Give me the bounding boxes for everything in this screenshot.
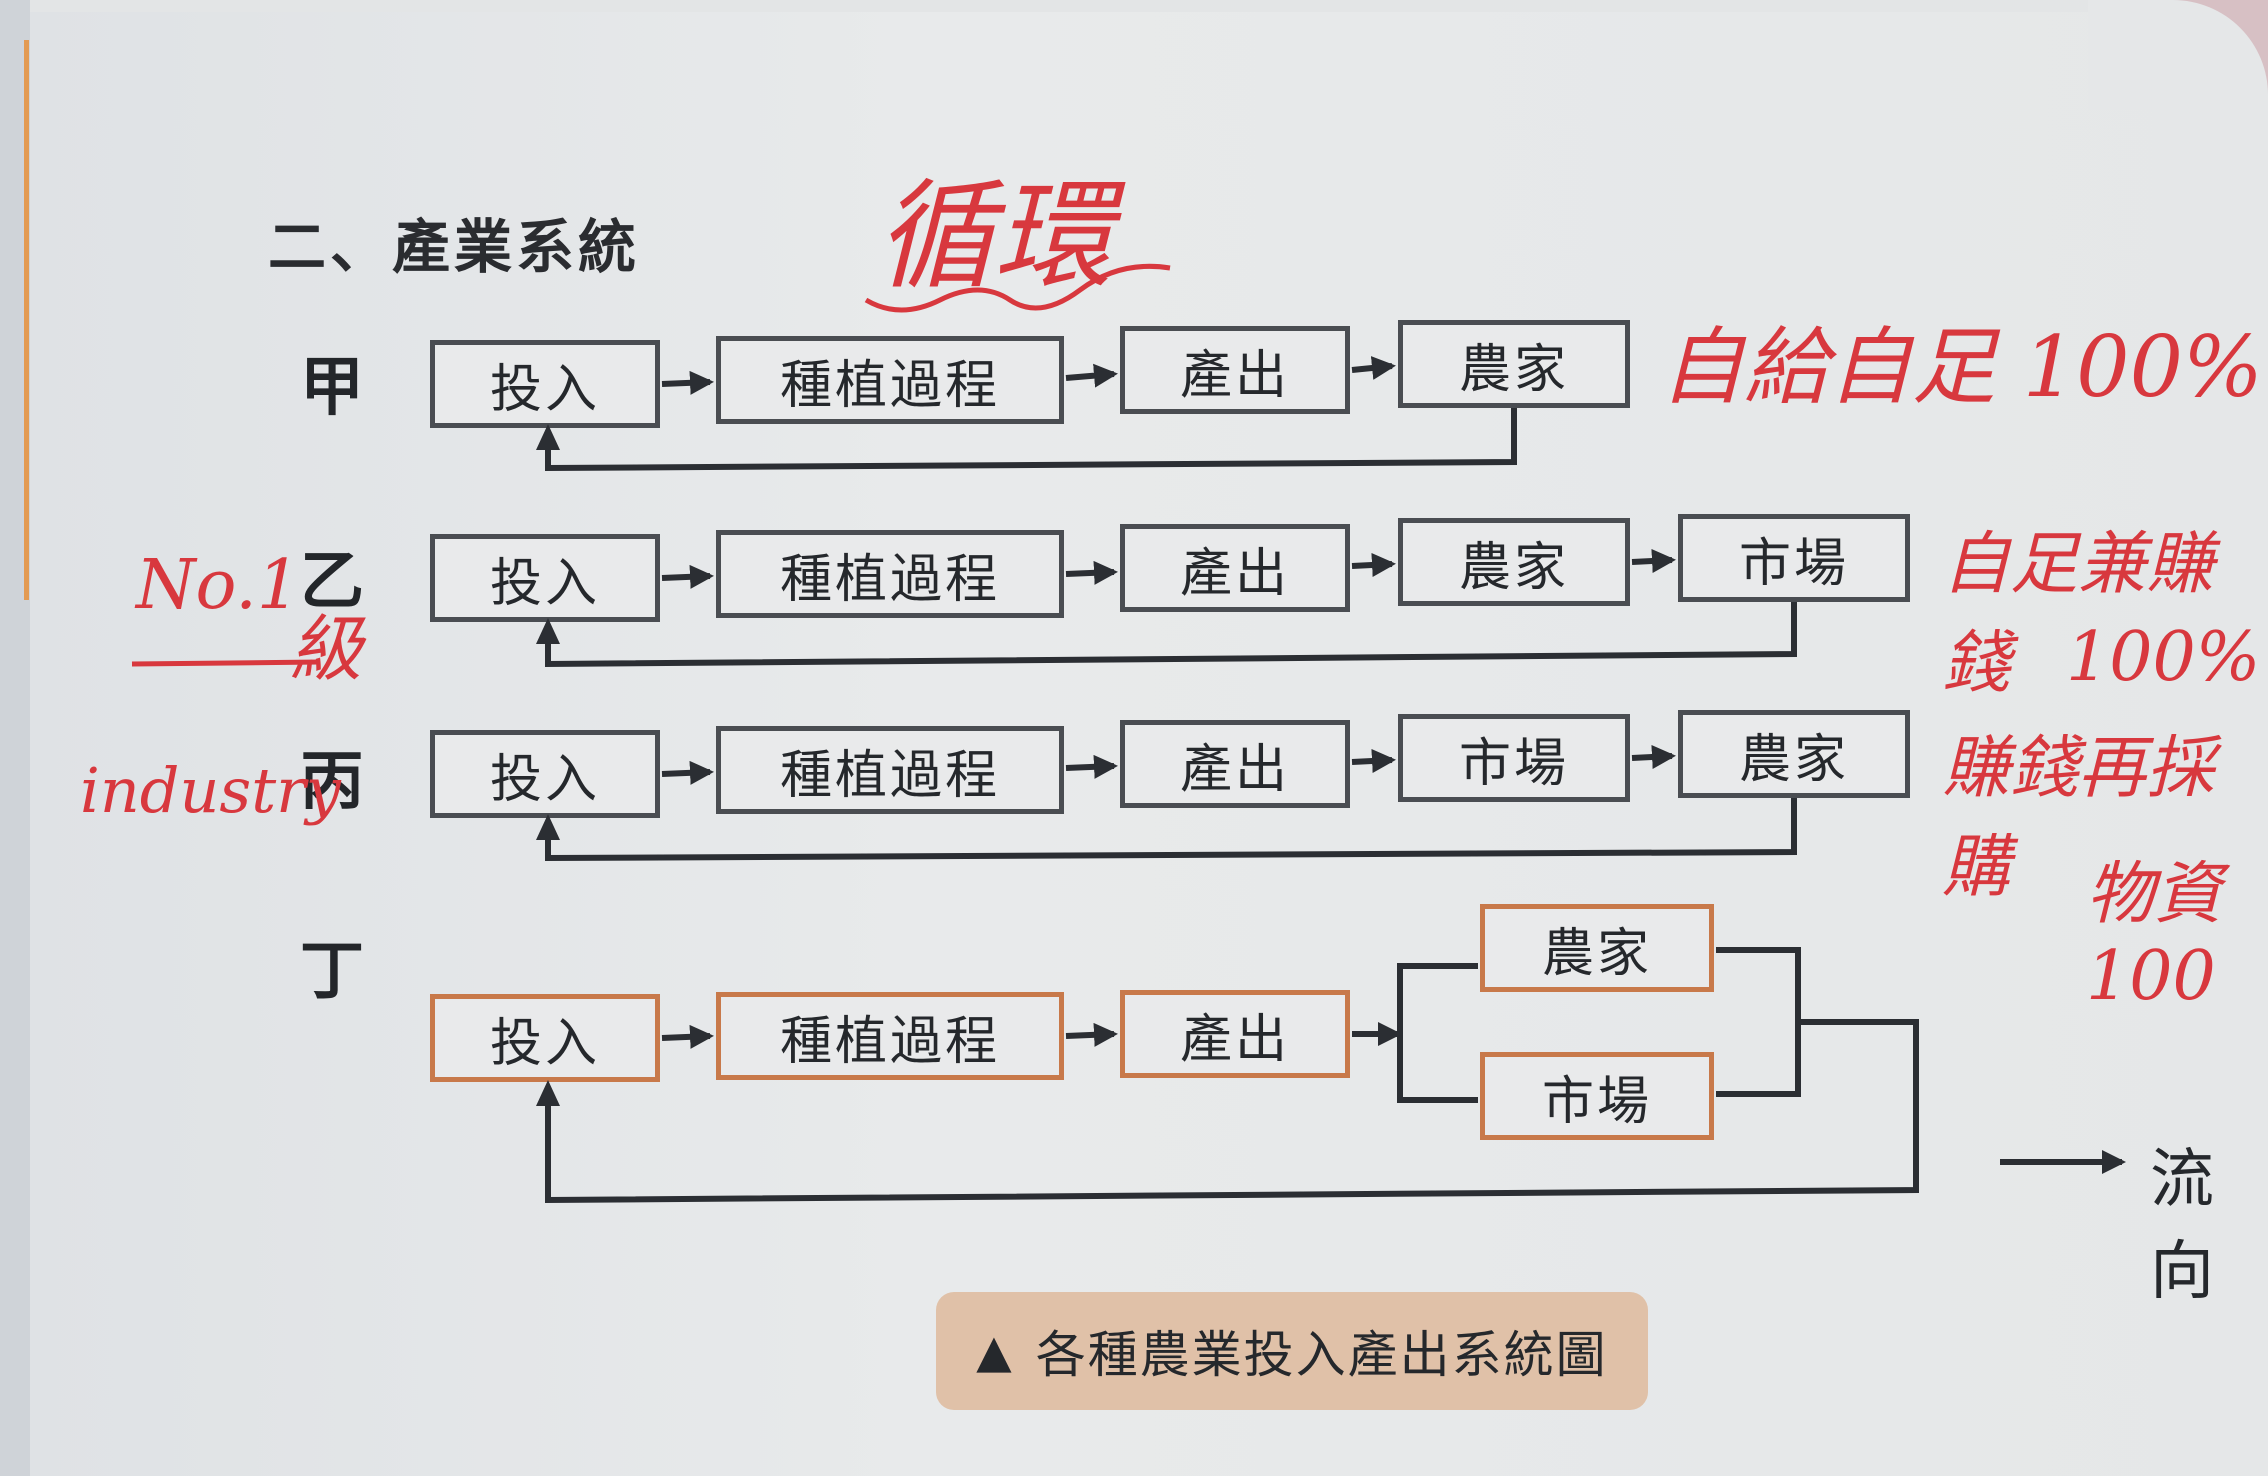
handwriting-row2b: 100% [2066,618,2261,697]
box-planting: 種植過程 [716,336,1064,424]
box-planting: 種植過程 [716,530,1064,618]
box-farmer: 農家 [1398,518,1630,606]
handwriting-row1: 自給自足 100% [1660,318,2263,416]
handwriting-row3: 賺錢再採購 [1942,729,2215,907]
section-title: 二、產業系統 [268,213,641,281]
handwriting-top: 循環 [876,167,1113,305]
box-output: 產出 [1120,720,1350,808]
triangle-icon: ▲ [976,1324,1014,1378]
box-input: 投入 [430,730,660,818]
handwriting-row3b: 物資100 [2086,855,2223,1016]
row-label-ding: 丁 [300,935,364,1009]
row-label-yi: 乙 [300,545,364,619]
box-output: 產出 [1120,326,1350,414]
box-farmer: 農家 [1398,320,1630,408]
row-label-bing: 丙 [300,745,364,819]
handwriting-ji: 級 [290,607,363,691]
box-output: 產出 [1120,524,1350,612]
row-label-jia: 甲 [300,351,364,425]
box-market: 市場 [1398,714,1630,802]
caption-text: 各種農業投入產出系統圖 [1035,1326,1608,1384]
handwriting-row2: 自足兼賺錢 [1942,525,2215,703]
box-planting: 種植過程 [716,992,1064,1080]
book-spine [0,0,30,1476]
box-farmer: 農家 [1678,710,1910,798]
handwriting-no1: No.1 [136,546,301,625]
handwriting-industry: industry [80,754,341,827]
box-market: 市場 [1480,1052,1714,1140]
box-input: 投入 [430,994,660,1082]
box-input: 投入 [430,534,660,622]
box-input: 投入 [430,340,660,428]
page-corner [2088,0,2268,110]
legend-label: 流向 [2150,1143,2214,1309]
box-output: 產出 [1120,990,1350,1078]
box-planting: 種植過程 [716,726,1064,814]
box-market: 市場 [1678,514,1910,602]
box-farmer: 農家 [1480,904,1714,992]
figure-caption: ▲ 各種農業投入產出系統圖 [936,1292,1648,1410]
